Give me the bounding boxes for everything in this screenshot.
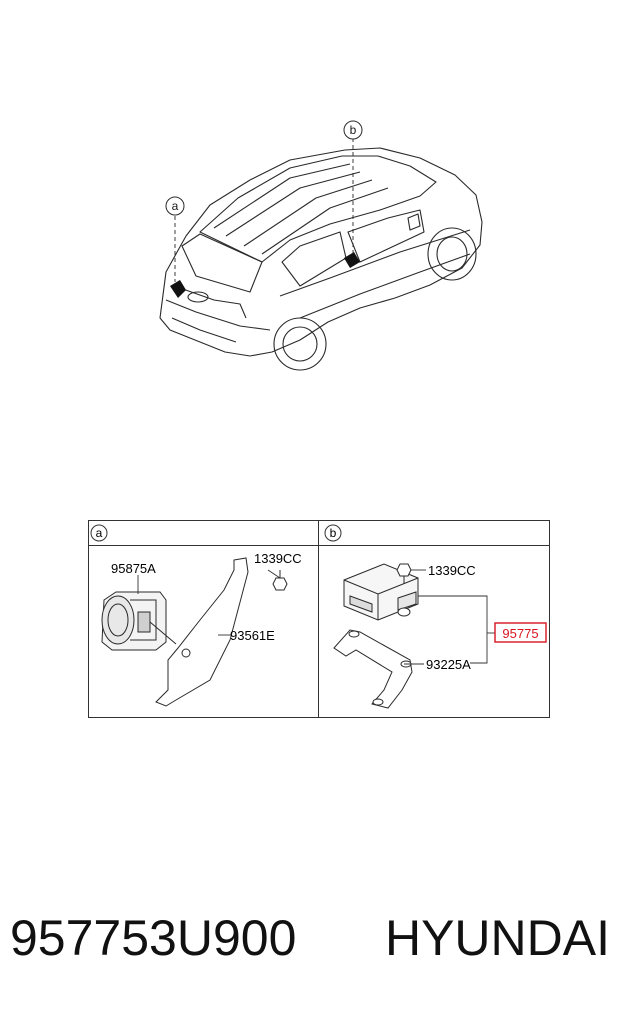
- highlight-box-95775: [494, 622, 547, 643]
- bolt-part-a: [272, 570, 288, 591]
- detail-panel: a 95875A 93561E 1339CC b: [88, 520, 550, 718]
- callout-a: a: [165, 196, 185, 216]
- label-93225A: 93225A: [426, 657, 471, 672]
- section-b-badge: b: [324, 524, 342, 542]
- module-marker: [344, 252, 360, 268]
- label-1339CC-a: 1339CC: [254, 551, 302, 566]
- brand-name: HYUNDAI: [384, 910, 610, 966]
- svg-text:b: b: [350, 123, 357, 137]
- car-roof: [199, 155, 437, 263]
- rear-camera-marker: [170, 280, 186, 298]
- label-95875A: 95875A: [111, 561, 156, 576]
- svg-text:b: b: [330, 526, 337, 540]
- svg-text:a: a: [96, 526, 103, 540]
- vehicle-overview-illustration: a b: [159, 120, 483, 371]
- bolt-part-b: [396, 563, 412, 584]
- footer: 957753U900 HYUNDAI: [10, 905, 610, 975]
- section-a-badge: a: [90, 524, 108, 542]
- svg-text:a: a: [172, 199, 179, 213]
- label-93561E: 93561E: [230, 628, 275, 643]
- rear-camera-part: [101, 591, 177, 651]
- callout-b: b: [343, 120, 363, 140]
- car-body-outline: [159, 147, 483, 357]
- car-rear-wheel: [273, 317, 327, 371]
- car-front-wheel: [427, 227, 477, 281]
- camera-bracket-part: [155, 557, 249, 707]
- part-number: 957753U900: [10, 910, 297, 966]
- label-1339CC-b: 1339CC: [428, 563, 476, 578]
- section-b: b 1339CC 93225A: [324, 524, 547, 709]
- module-bracket-part: [333, 607, 413, 709]
- section-a: a 95875A 93561E 1339CC: [90, 524, 302, 707]
- label-95775: 95775: [502, 626, 538, 641]
- car-rear-window: [181, 233, 263, 293]
- module-part: [343, 563, 419, 621]
